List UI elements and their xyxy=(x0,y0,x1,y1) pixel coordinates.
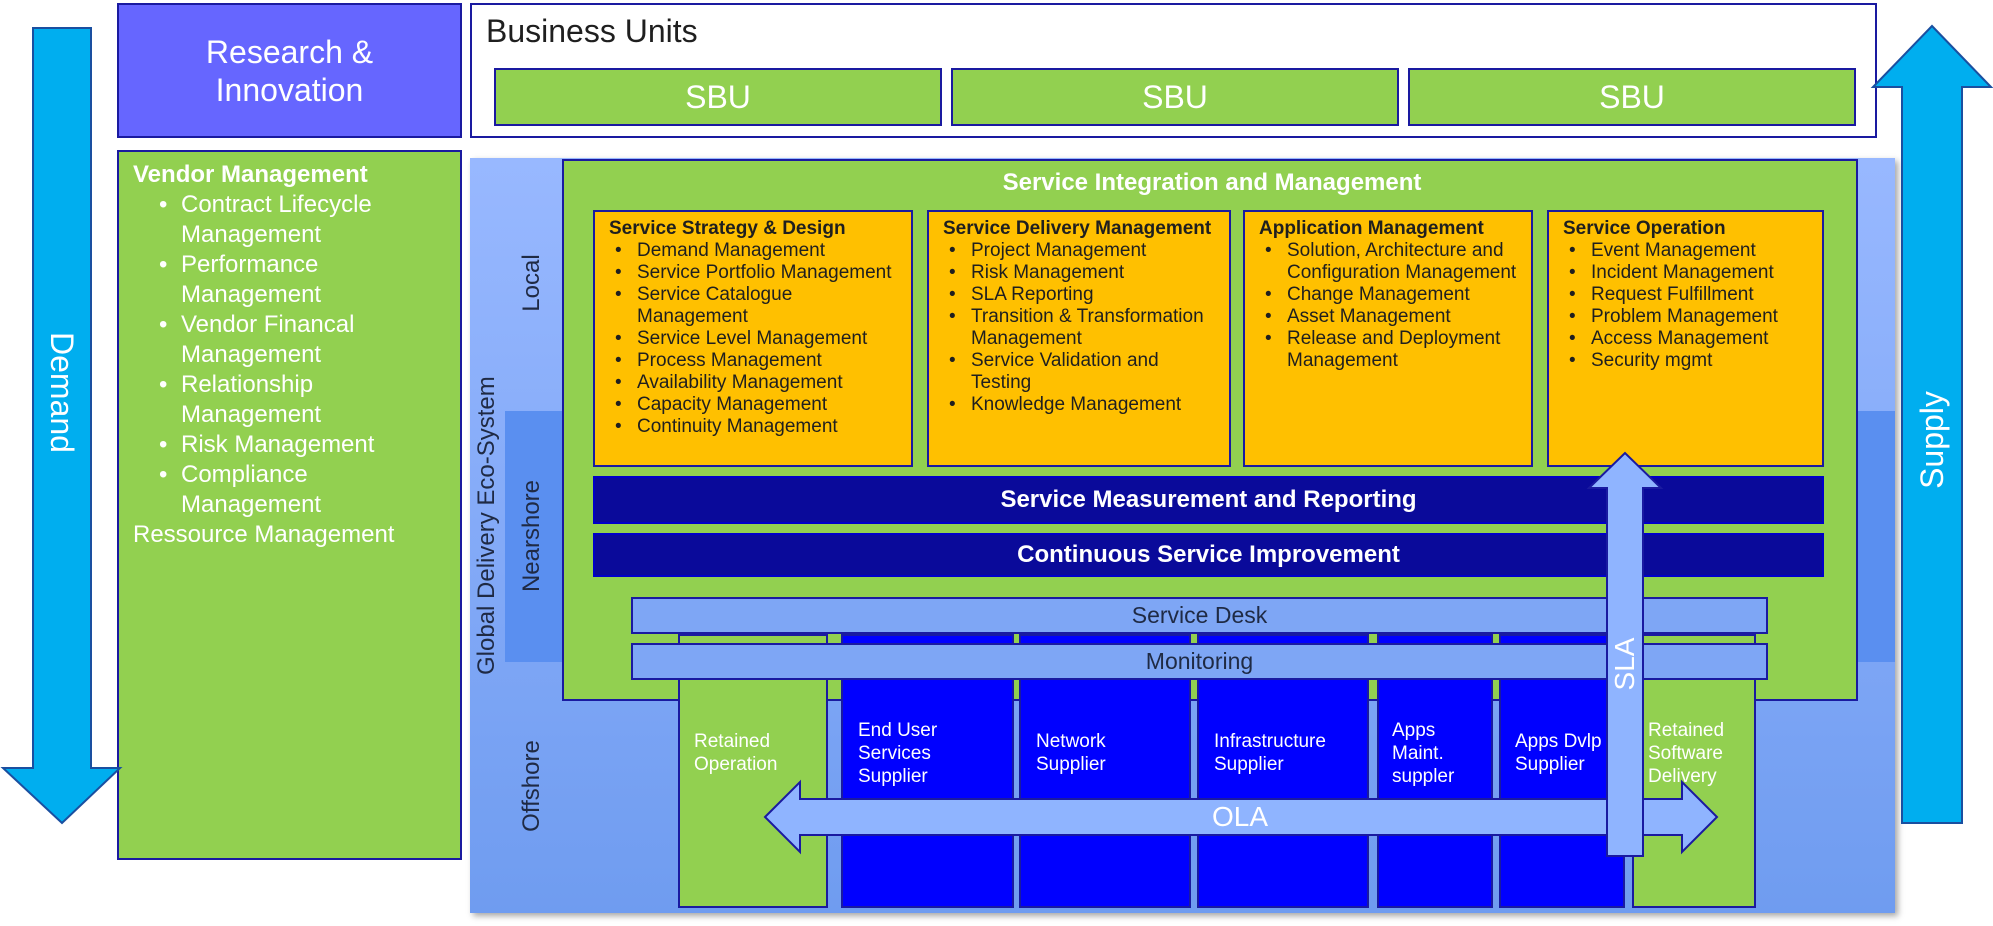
box-item: Service Level Management xyxy=(615,328,901,350)
vendor-item: Performance Management xyxy=(159,250,448,310)
monitoring-bar: Monitoring xyxy=(631,643,1768,680)
box-item: SLA Reporting xyxy=(949,284,1219,306)
research-innovation-label: Research & Innovation xyxy=(205,33,374,108)
ola-label: OLA xyxy=(1211,801,1269,832)
box-item: Asset Management xyxy=(1265,306,1521,328)
supplier-label: Retained Software Delivery xyxy=(1648,720,1725,787)
box-item: Event Management xyxy=(1569,240,1812,262)
vendor-management-box: Vendor Management Contract Lifecycle Man… xyxy=(117,150,462,860)
siam-title: Service Integration and Management xyxy=(1002,169,1422,196)
supplier-label: Apps Dvlp Supplier xyxy=(1515,731,1602,775)
sbu-label: SBU xyxy=(1142,78,1208,115)
service-desk-label: Service Desk xyxy=(1131,602,1268,628)
supplier-label: Network Supplier xyxy=(1036,731,1106,775)
supplier-label: End User Services Supplier xyxy=(858,720,938,787)
service-desk-bar: Service Desk xyxy=(631,597,1768,634)
service-delivery-management-box: Service Delivery Management Project Mana… xyxy=(927,210,1231,467)
box-item: Change Management xyxy=(1265,284,1521,306)
box-item: Knowledge Management xyxy=(949,394,1219,416)
sbu-box: SBU xyxy=(494,68,942,126)
box-title: Service Operation xyxy=(1563,218,1726,239)
box-item: Solution, Architecture and Configuration… xyxy=(1265,240,1521,284)
box-item: Risk Management xyxy=(949,262,1219,284)
vendor-item: Contract Lifecycle Management xyxy=(159,190,448,250)
monitoring-label: Monitoring xyxy=(1145,648,1254,674)
sbu-label: SBU xyxy=(685,78,751,115)
vendor-item: Vendor Financal Management xyxy=(159,310,448,370)
vendor-item: Risk Management xyxy=(159,430,448,460)
continuous-improvement-label: Continuous Service Improvement xyxy=(1017,541,1400,568)
box-item: Service Validation and Testing xyxy=(949,350,1219,394)
vendor-item: Compliance Management xyxy=(159,460,448,520)
box-item: Problem Management xyxy=(1569,306,1812,328)
box-item: Capacity Management xyxy=(615,394,901,416)
box-item: Demand Management xyxy=(615,240,901,262)
supplier-label: Infrastructure Supplier xyxy=(1214,731,1326,775)
box-title: Application Management xyxy=(1259,218,1484,239)
box-item: Project Management xyxy=(949,240,1219,262)
application-management-box: Application Management Solution, Archite… xyxy=(1243,210,1533,467)
service-measurement-label: Service Measurement and Reporting xyxy=(1000,486,1417,513)
box-title: Service Strategy & Design xyxy=(609,218,846,239)
vendor-footer: Ressource Management xyxy=(133,521,395,548)
supplier-label: Retained Operation xyxy=(694,731,778,775)
box-item: Process Management xyxy=(615,350,901,372)
sbu-box: SBU xyxy=(951,68,1399,126)
vendor-item: Relationship Management xyxy=(159,370,448,430)
box-item: Availability Management xyxy=(615,372,901,394)
supplier-label: Apps Maint. suppler xyxy=(1392,720,1455,787)
box-item: Request Fulfillment xyxy=(1569,284,1812,306)
box-title: Service Delivery Management xyxy=(943,218,1212,239)
box-item: Access Management xyxy=(1569,328,1812,350)
business-units-box: Business Units SBU SBU SBU xyxy=(470,3,1877,138)
service-strategy-design-box: Service Strategy & Design Demand Managem… xyxy=(593,210,913,467)
box-item: Release and Deployment Management xyxy=(1265,328,1521,372)
sbu-label: SBU xyxy=(1599,78,1665,115)
sla-label: SLA xyxy=(1609,637,1640,691)
service-operation-box: Service Operation Event Management Incid… xyxy=(1547,210,1824,467)
continuous-improvement-band: Continuous Service Improvement xyxy=(593,533,1824,577)
box-item: Service Catalogue Management xyxy=(615,284,901,328)
sbu-box: SBU xyxy=(1408,68,1856,126)
research-innovation-box: Research & Innovation xyxy=(117,3,462,138)
box-item: Continuity Management xyxy=(615,416,901,438)
business-units-title: Business Units xyxy=(486,13,698,49)
vendor-management-title: Vendor Management xyxy=(133,161,368,188)
box-item: Transition & Transformation Management xyxy=(949,306,1219,350)
box-item: Security mgmt xyxy=(1569,350,1812,372)
box-item: Incident Management xyxy=(1569,262,1812,284)
box-item: Service Portfolio Management xyxy=(615,262,901,284)
